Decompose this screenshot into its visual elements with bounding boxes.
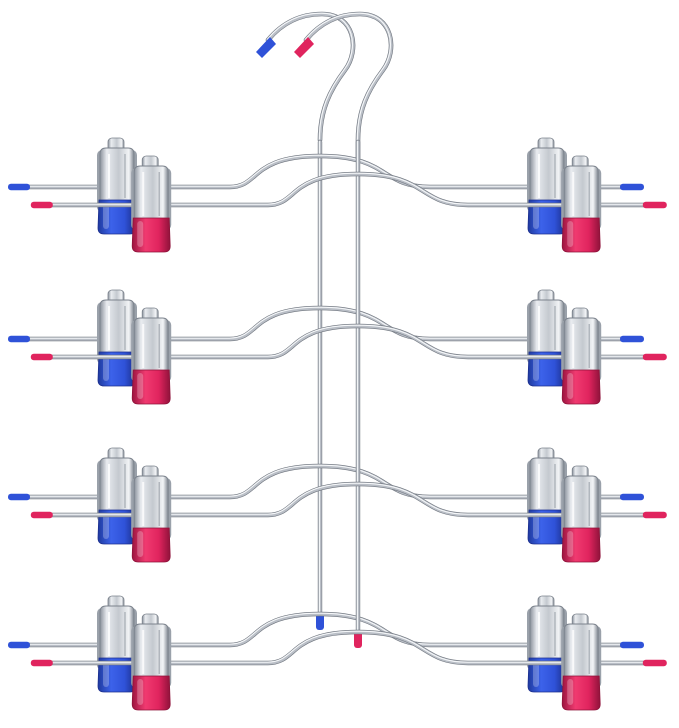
tier-3 [30,465,667,563]
clip-right [561,613,602,711]
clip-tip-shine [567,373,574,399]
clip-left [131,307,172,405]
bar-end-cap-left [30,511,53,519]
clip-jaw [529,605,565,665]
clip-jaw [529,147,565,207]
clip-tip-shine [137,373,144,399]
back-hanger [8,11,644,693]
clip-tip-shine [137,531,144,557]
clip-left [97,595,137,693]
clip-rubber-tip [561,217,601,253]
clip-right [527,595,567,693]
tier-4 [30,613,667,711]
bar-end-cap-left [30,659,53,667]
tier-1 [30,155,667,253]
clip-rubber-tip [131,675,171,711]
bar-end-cap-right [642,511,667,519]
clip-jaw [563,623,599,683]
clip-jaw [99,457,135,517]
clip-jaw [133,623,169,683]
hook-tip-cap [294,37,314,58]
clip-right [527,137,567,235]
clip-jaw [133,165,169,225]
hook-wire-highlight [304,12,391,158]
clip-rubber-tip [561,675,601,711]
clip-left [97,137,137,235]
clip-jaw [99,299,135,359]
tier-bar-highlight [35,630,659,663]
front-hanger [30,11,667,711]
clip-tip-shine [137,679,144,705]
tier-bar-highlight [35,482,659,515]
tier-4 [8,595,644,693]
tier-1 [8,137,644,235]
clip-right [561,465,602,563]
tier-bar-highlight [35,324,659,357]
bar-end-cap-left [30,353,53,361]
clip-tip-shine [567,531,574,557]
tier-2 [30,307,667,405]
clip-rubber-tip [131,527,171,563]
bar-end-cap-left [8,641,30,649]
tier-2 [8,289,644,387]
bar-end-cap-right [642,659,667,667]
clip-left [97,289,137,387]
tier-bar-highlight [35,172,659,205]
clip-tip-shine [533,203,539,229]
clip-rubber-tip [561,527,601,563]
clip-tip-shine [137,221,144,247]
stem-end-cap [316,612,324,630]
bar-end-cap-right [620,641,644,649]
clip-tip-shine [103,355,109,381]
clip-right [561,155,602,253]
clip-rubber-tip [131,369,171,405]
clip-jaw [133,475,169,535]
hook-tip-cap [256,37,276,58]
clip-right [527,447,567,545]
clip-jaw [563,475,599,535]
tier-3 [8,447,644,545]
clip-left [131,613,172,711]
stem-end-cap [354,630,362,648]
clip-right [561,307,602,405]
bar-end-cap-left [30,201,53,209]
bar-end-cap-right [642,353,667,361]
clip-jaw [529,457,565,517]
clip-left [131,465,172,563]
clip-tip-shine [533,513,539,539]
clip-rubber-tip [131,217,171,253]
clip-jaw [133,317,169,377]
clip-jaw [529,299,565,359]
clip-tip-shine [567,221,574,247]
bar-end-cap-left [8,183,30,191]
bar-end-cap-left [8,493,30,501]
clip-jaw [563,317,599,377]
clip-jaw [99,147,135,207]
clip-left [97,447,137,545]
clip-tip-shine [103,513,109,539]
clip-tip-shine [533,661,539,687]
clip-right [527,289,567,387]
clip-rubber-tip [561,369,601,405]
clip-left [131,155,172,253]
clip-tip-shine [103,661,109,687]
clip-jaw [99,605,135,665]
bar-end-cap-right [620,335,644,343]
bar-end-cap-left [8,335,30,343]
hook-wire-highlight [266,12,353,140]
clip-tip-shine [103,203,109,229]
bar-end-cap-right [620,493,644,501]
bar-end-cap-right [620,183,644,191]
clip-tip-shine [567,679,574,705]
clip-tip-shine [533,355,539,381]
clip-jaw [563,165,599,225]
bar-end-cap-right [642,201,667,209]
